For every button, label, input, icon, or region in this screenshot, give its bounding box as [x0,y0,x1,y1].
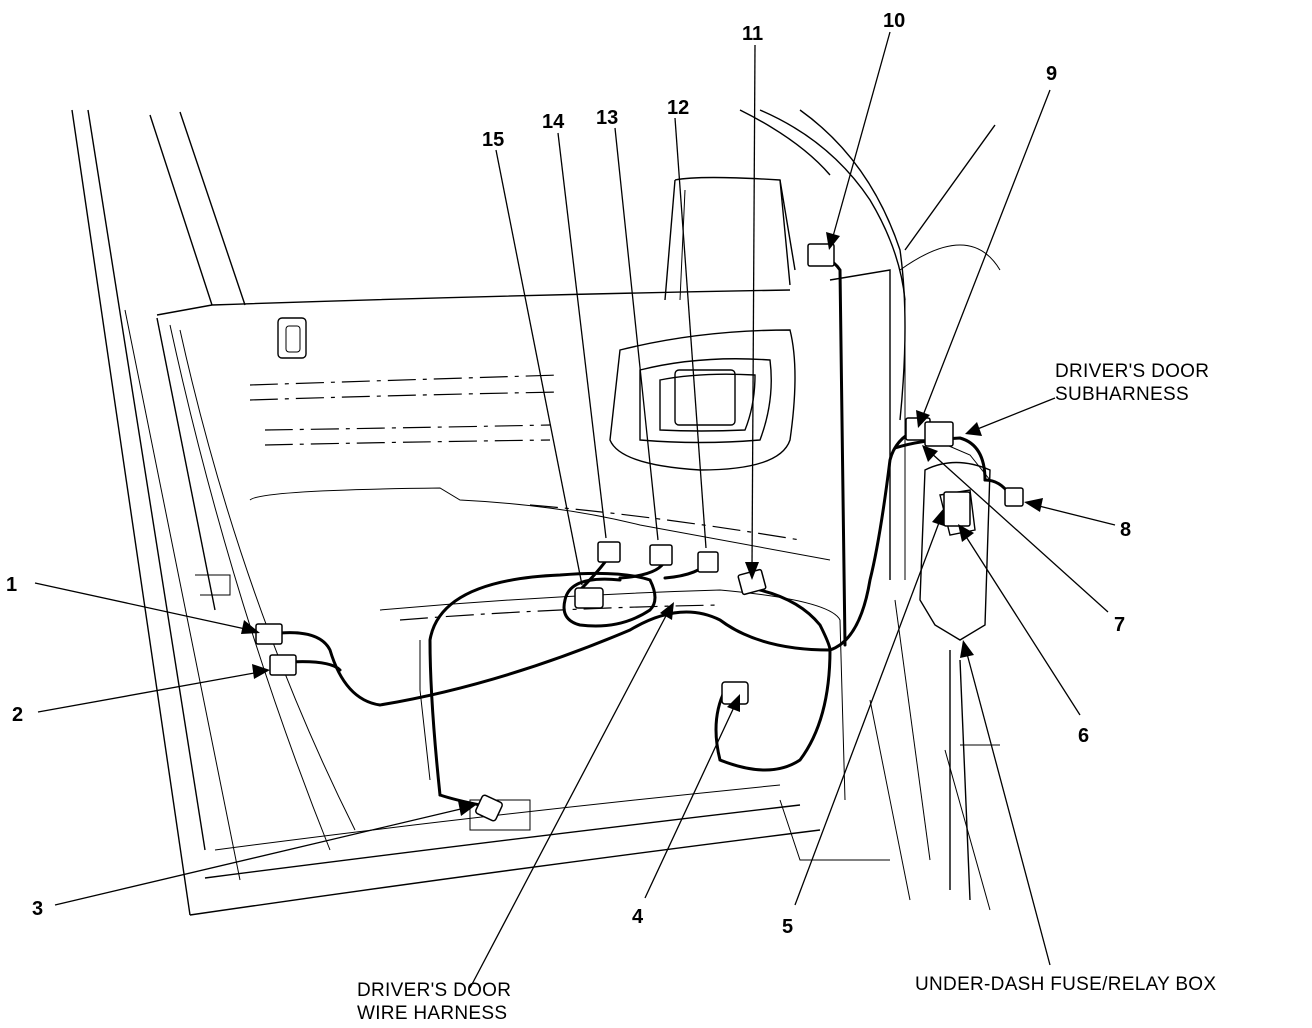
connector-14 [597,541,621,563]
callout-6: 6 [1078,725,1089,747]
callout-numbers: 1 2 3 4 5 6 7 8 9 10 11 12 13 14 15 [6,10,1131,938]
subharness-label-line2: SUBHARNESS [1055,384,1189,405]
connector-6 [943,491,971,527]
connector-2 [269,654,297,676]
connector-8 [1004,487,1024,507]
window-frame [664,109,1001,580]
callout-12: 12 [667,97,689,119]
subharness-label-line1: DRIVER'S DOOR [1055,361,1209,382]
connectors [255,243,1024,822]
callout-4: 4 [632,906,644,928]
callout-9: 9 [1046,63,1057,85]
callout-13: 13 [596,107,618,129]
callout-14: 14 [542,111,565,133]
callout-15: 15 [482,129,504,151]
wire-harness-label-line2: WIRE HARNESS [357,1003,507,1024]
callout-5: 5 [782,916,793,938]
callout-7: 7 [1114,614,1125,636]
connector-10 [807,243,835,267]
text-labels: DRIVER'S DOOR SUBHARNESS DRIVER'S DOOR W… [357,361,1216,1024]
callout-3: 3 [32,898,43,920]
connector-15 [574,587,604,609]
callout-1: 1 [6,574,17,596]
door-shell [71,109,821,916]
wire-harness-label-line1: DRIVER'S DOOR [357,980,511,1001]
connector-12 [697,551,719,573]
fuse-box-label: UNDER-DASH FUSE/RELAY BOX [915,974,1216,995]
callout-11: 11 [742,23,763,45]
callout-2: 2 [12,704,23,726]
door-trim [195,317,890,861]
connector-3 [475,794,503,822]
callout-8: 8 [1120,519,1131,541]
callout-10: 10 [883,10,905,32]
wire-harness [278,256,1012,807]
leader-lines [34,31,1116,989]
connector-13 [649,544,673,566]
connector-7 [924,421,954,447]
connector-1 [255,623,283,645]
